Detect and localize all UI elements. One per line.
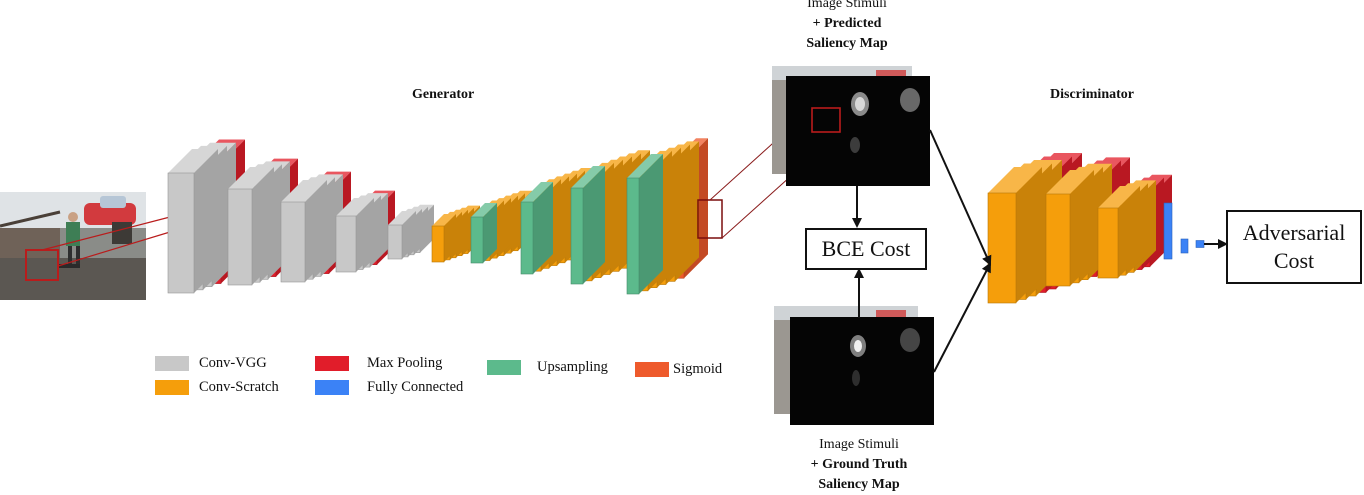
legend-swatch-max-pooling — [315, 356, 349, 371]
generator-label: Generator — [412, 85, 474, 105]
fully-connected-layer — [1196, 241, 1204, 248]
conv-vgg-layer — [281, 180, 327, 282]
network-layers — [168, 138, 1204, 303]
legend-item-upsampling: Upsampling — [487, 358, 608, 376]
ground-truth-image-stack — [774, 306, 934, 425]
predicted-caption-line3: Saliency Map — [772, 34, 922, 54]
legend-swatch-upsampling — [487, 360, 521, 375]
upsampling-layer — [627, 154, 663, 294]
legend-swatch-conv-scratch — [155, 380, 189, 395]
legend-label-fully-connected: Fully Connected — [367, 379, 463, 396]
legend-label-conv-scratch: Conv-Scratch — [199, 379, 279, 396]
ground-truth-caption-line2: + Ground Truth — [784, 455, 934, 475]
conv-vgg-layer — [168, 149, 218, 293]
layer-block-14 — [1164, 203, 1172, 259]
legend-label-upsampling: Upsampling — [537, 359, 608, 376]
legend-label-max-pooling: Max Pooling — [367, 355, 442, 372]
conv-vgg-layer — [228, 167, 274, 285]
adversarial-cost-line1: Adversarial — [1243, 219, 1346, 247]
prediction-to-discriminator-arrow — [930, 130, 990, 264]
predicted-caption-line1: Image Stimuli — [772, 0, 922, 14]
legend-label-conv-vgg: Conv-VGG — [199, 355, 267, 372]
legend-label-sigmoid: Sigmoid — [673, 361, 722, 378]
layer-block-16 — [1196, 241, 1204, 248]
legend: Conv-VGG Conv-Scratch Max Pooling Fully … — [155, 354, 755, 398]
ground-truth-to-discriminator-arrow — [934, 264, 990, 372]
ground-truth-caption-line1: Image Stimuli — [784, 435, 934, 455]
conv-scratch-layer — [988, 167, 1042, 303]
ground-truth-caption: Image Stimuli + Ground Truth Saliency Ma… — [784, 435, 934, 495]
fully-connected-layer — [1164, 203, 1172, 259]
predicted-image-stack — [772, 66, 930, 186]
predicted-caption-line2: + Predicted — [772, 14, 922, 34]
discriminator-label: Discriminator — [1050, 85, 1134, 105]
legend-item-sigmoid: Sigmoid — [635, 360, 722, 378]
bce-cost-box: BCE Cost — [805, 228, 927, 270]
bce-cost-label: BCE Cost — [822, 235, 911, 263]
fully-connected-layer — [1181, 239, 1188, 253]
conv-scratch-layer — [1046, 170, 1094, 286]
legend-item-fully-connected: Fully Connected — [315, 378, 463, 396]
legend-item-max-pooling: Max Pooling — [315, 354, 442, 372]
adversarial-cost-line2: Cost — [1274, 247, 1314, 275]
legend-swatch-conv-vgg — [155, 356, 189, 371]
adversarial-cost-box: Adversarial Cost — [1226, 210, 1362, 284]
legend-swatch-fully-connected — [315, 380, 349, 395]
upsampling-layer — [571, 166, 605, 284]
ground-truth-caption-line3: Saliency Map — [784, 475, 934, 495]
predicted-caption: Image Stimuli + Predicted Saliency Map — [772, 0, 922, 54]
legend-item-conv-vgg: Conv-VGG — [155, 354, 267, 372]
layer-block-15 — [1181, 239, 1188, 253]
legend-swatch-sigmoid — [635, 362, 669, 377]
legend-item-conv-scratch: Conv-Scratch — [155, 378, 279, 396]
